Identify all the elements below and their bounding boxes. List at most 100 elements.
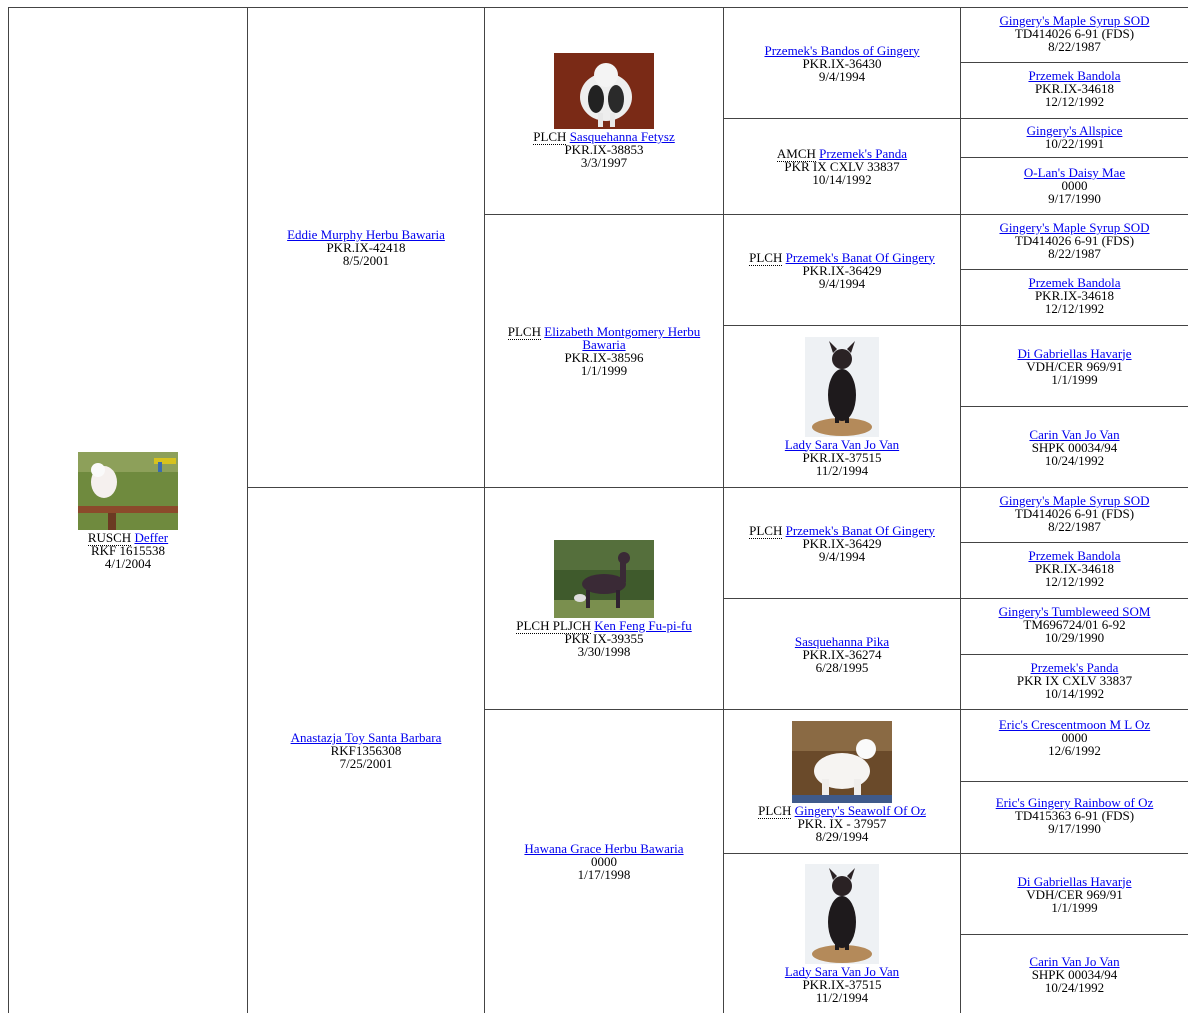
dog-link[interactable]: Carin Van Jo Van xyxy=(1029,426,1120,442)
registration-number: PKR.IX-42418 xyxy=(326,240,406,255)
birth-date: 8/22/1987 xyxy=(1048,39,1101,54)
dog-link[interactable]: Przemek Bandola xyxy=(1028,275,1121,290)
birth-date: 9/17/1990 xyxy=(1048,821,1101,836)
dog-link[interactable]: Anastazja Toy Santa Barbara xyxy=(290,730,442,745)
pedigree-cell-d12: Sasquehanna Pika PKR.IX-36274 6/28/1995 xyxy=(723,598,960,709)
pedigree-cell-d17: Gingery's Allspice 10/22/1991 xyxy=(960,118,1188,157)
dog-link[interactable]: Elizabeth Montgomery Herbu Bawaria xyxy=(544,324,701,352)
registration-number: 0000 xyxy=(1061,178,1088,193)
dog-link[interactable]: Gingery's Maple Syrup SOD xyxy=(999,220,1150,235)
birth-date: 9/4/1994 xyxy=(818,548,866,564)
pedigree-cell-d8: AMCH Przemek's Panda PKR IX CXLV 33837 1… xyxy=(723,118,960,214)
dog-link[interactable]: O-Lan's Daisy Mae xyxy=(1023,165,1126,180)
birth-date: 6/28/1995 xyxy=(815,659,869,675)
pedigree-cell-d20: Przemek Bandola PKR.IX-34618 12/12/1992 xyxy=(960,269,1188,325)
dog-link[interactable]: Di Gabriellas Havarje xyxy=(1017,873,1132,889)
pedigree-cell-d10: Lady Sara Van Jo Van PKR.IX-37515 11/2/1… xyxy=(723,325,960,487)
title-abbr: PLCH xyxy=(758,802,792,819)
birth-date: 9/4/1994 xyxy=(818,68,866,84)
dog-link[interactable]: Przemek Bandola xyxy=(1028,68,1121,83)
hairless-dog-outdoor-photo xyxy=(554,539,654,618)
birth-date: 9/17/1990 xyxy=(1048,191,1101,206)
birth-date: 12/12/1992 xyxy=(1044,301,1105,316)
registration-number: TD414026 6-91 (FDS) xyxy=(1014,26,1135,41)
hairless-dog-sitting-photo xyxy=(805,863,879,964)
dog-link[interactable]: Lady Sara Van Jo Van xyxy=(784,963,900,979)
dog-link[interactable]: Gingery's Allspice xyxy=(1026,123,1123,138)
dog-link[interactable]: Przemek's Bandos of Gingery xyxy=(764,42,920,58)
dog-link[interactable]: Przemek's Banat Of Gingery xyxy=(785,522,935,538)
dog-link[interactable]: Eric's Gingery Rainbow of Oz xyxy=(995,795,1154,810)
birth-date: 3/3/1997 xyxy=(580,155,628,170)
registration-number: PKR.IX-38596 xyxy=(564,350,644,365)
title-abbr: RUSCH xyxy=(87,529,132,546)
birth-date: 9/4/1994 xyxy=(818,275,866,291)
title-abbr: PLCH xyxy=(749,249,783,266)
title-abbr: PLCH xyxy=(507,324,541,340)
registration-number: RKF 1615538 xyxy=(90,542,166,558)
pedigree-cell-d11: PLCH Przemek's Banat Of Gingery PKR.IX-3… xyxy=(723,487,960,598)
title-abbr: PLCH PLJCH xyxy=(516,617,592,634)
pedigree-table: RUSCH Deffer RKF 1615538 4/1/2004 Eddie … xyxy=(8,7,1188,1013)
registration-number: VDH/CER 969/91 xyxy=(1026,886,1123,902)
dog-link[interactable]: Przemek Bandola xyxy=(1028,548,1121,563)
pedigree-cell-d21: Di Gabriellas Havarje VDH/CER 969/91 1/1… xyxy=(960,325,1188,406)
registration-number: PKR.IX-34618 xyxy=(1034,561,1115,576)
dog-link[interactable]: Eric's Crescentmoon M L Oz xyxy=(998,717,1151,732)
dog-link[interactable]: Gingery's Maple Syrup SOD xyxy=(999,13,1150,28)
pedigree-cell-d2: Anastazja Toy Santa Barbara RKF1356308 7… xyxy=(247,487,484,1013)
hairless-dog-sitting-photo xyxy=(805,336,879,437)
registration-number: PKR.IX-36429 xyxy=(802,262,882,278)
registration-number: TD414026 6-91 (FDS) xyxy=(1014,233,1135,248)
birth-date: 8/22/1987 xyxy=(1048,519,1101,534)
powderpuff-dog-photo xyxy=(554,53,654,129)
dog-link[interactable]: Gingery's Seawolf Of Oz xyxy=(794,802,926,818)
registration-number: RKF1356308 xyxy=(330,743,402,758)
registration-number: PKR.IX-36429 xyxy=(802,535,882,551)
registration-number: PKR.IX-34618 xyxy=(1034,288,1115,303)
pedigree-cell-d27: Eric's Crescentmoon M L Oz 0000 12/6/199… xyxy=(960,709,1188,781)
dog-link[interactable]: Sasquehanna Pika xyxy=(794,633,890,649)
dog-link[interactable]: Carin Van Jo Van xyxy=(1029,953,1120,969)
dog-link[interactable]: Gingery's Maple Syrup SOD xyxy=(999,493,1150,508)
registration-number: 0000 xyxy=(591,854,617,869)
dog-link[interactable]: Przemek's Panda xyxy=(1030,660,1119,675)
birth-date: 1/1/1999 xyxy=(1051,371,1098,387)
birth-date: 12/6/1992 xyxy=(1048,743,1101,758)
dog-link[interactable]: Ken Feng Fu-pi-fu xyxy=(594,617,692,633)
pedigree-cell-d28: Eric's Gingery Rainbow of Oz TD415363 6-… xyxy=(960,781,1188,853)
registration-number: PKR.IX-36274 xyxy=(802,646,882,662)
registration-number: 0000 xyxy=(1061,730,1088,745)
dog-link[interactable]: Hawana Grace Herbu Bawaria xyxy=(524,841,684,856)
birth-date: 10/14/1992 xyxy=(812,172,872,187)
birth-date: 8/5/2001 xyxy=(342,253,390,268)
pedigree-cell-d15: Gingery's Maple Syrup SOD TD414026 6-91 … xyxy=(960,7,1188,62)
small-white-dog-jumping-photo xyxy=(78,451,178,530)
white-powderpuff-dog-photo xyxy=(792,720,892,803)
registration-number: PKR IX CXLV 33837 xyxy=(784,159,900,174)
dog-link[interactable]: Sasquehanna Fetysz xyxy=(569,129,675,144)
birth-date: 12/12/1992 xyxy=(1044,94,1105,109)
registration-number: PKR. IX - 37957 xyxy=(797,815,887,831)
birth-date: 8/22/1987 xyxy=(1048,246,1101,261)
pedigree-cell-d18: O-Lan's Daisy Mae 0000 9/17/1990 xyxy=(960,157,1188,214)
dog-link[interactable]: Eddie Murphy Herbu Bawaria xyxy=(287,227,445,242)
pedigree-cell-d22: Carin Van Jo Van SHPK 00034/94 10/24/199… xyxy=(960,406,1188,487)
pedigree-cell-d14: Lady Sara Van Jo Van PKR.IX-37515 11/2/1… xyxy=(723,853,960,1013)
birth-date: 11/2/1994 xyxy=(815,989,869,1005)
pedigree-cell-d6: Hawana Grace Herbu Bawaria 0000 1/17/199… xyxy=(484,709,723,1013)
dog-link[interactable]: Przemek's Banat Of Gingery xyxy=(785,249,935,265)
dog-link[interactable]: Gingery's Tumbleweed SOM xyxy=(998,604,1151,619)
pedigree-cell-d16: Przemek Bandola PKR.IX-34618 12/12/1992 xyxy=(960,62,1188,118)
dog-link[interactable]: Lady Sara Van Jo Van xyxy=(784,436,900,452)
dog-link[interactable]: Di Gabriellas Havarje xyxy=(1017,345,1132,361)
pedigree-cell-d3: PLCH Sasquehanna Fetysz PKR.IX-38853 3/3… xyxy=(484,7,723,214)
registration-number: PKR IX-39355 xyxy=(564,630,644,646)
birth-date: 10/14/1992 xyxy=(1044,686,1105,701)
dog-link[interactable]: Przemek's Panda xyxy=(819,146,908,161)
title-abbr: AMCH xyxy=(776,146,816,162)
birth-date: 8/29/1994 xyxy=(815,828,869,844)
birth-date: 1/17/1998 xyxy=(577,867,631,882)
birth-date: 11/2/1994 xyxy=(815,462,869,478)
dog-link[interactable]: Deffer xyxy=(134,529,169,545)
